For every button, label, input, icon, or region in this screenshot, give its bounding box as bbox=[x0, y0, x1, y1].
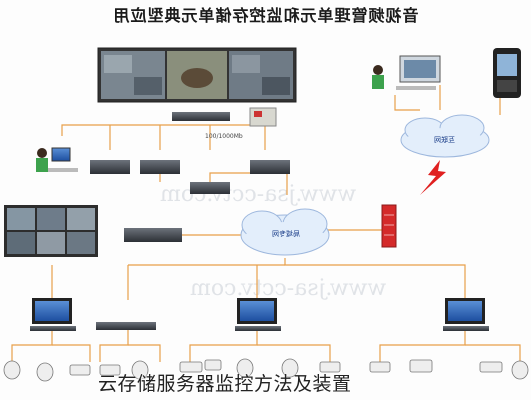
lan-cloud bbox=[240, 208, 330, 256]
mobile-phone bbox=[493, 48, 521, 98]
firewall bbox=[381, 204, 397, 248]
connection-lines bbox=[11, 85, 521, 362]
monitor-stations bbox=[30, 298, 489, 331]
caption-overlay: 云存储服务器监控方法及装置 bbox=[98, 373, 352, 395]
internet-cloud bbox=[400, 114, 490, 158]
video-wall bbox=[97, 47, 297, 103]
wireless-link-icon bbox=[420, 160, 446, 195]
video-wall-left bbox=[4, 205, 98, 257]
central-server bbox=[124, 228, 182, 242]
camera-row bbox=[3, 358, 529, 382]
alarm-host bbox=[249, 107, 277, 127]
lan-cloud-label: 局域专网 bbox=[272, 230, 300, 238]
remote-workstation bbox=[372, 55, 441, 90]
operator-workstation-left bbox=[36, 147, 78, 172]
video-decoder bbox=[172, 112, 230, 121]
storage-units bbox=[90, 160, 290, 194]
alarm-indicator bbox=[254, 111, 262, 117]
internet-cloud-label: 互联网 bbox=[434, 136, 455, 144]
speed-label: 100/1000Mb bbox=[205, 133, 243, 140]
